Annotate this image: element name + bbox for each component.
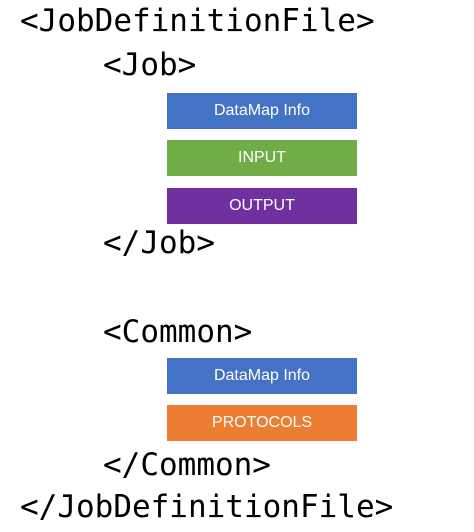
common-close-tag: </Common>	[103, 447, 271, 483]
common-protocols-block: PROTOCOLS	[167, 405, 357, 441]
job-input-block: INPUT	[167, 140, 357, 176]
root-open-tag: <JobDefinitionFile>	[20, 3, 375, 39]
job-close-tag: </Job>	[103, 225, 215, 261]
job-datamap-info-block: DataMap Info	[167, 93, 357, 129]
job-open-tag: <Job>	[103, 47, 197, 83]
job-output-block: OUTPUT	[167, 188, 357, 224]
common-open-tag: <Common>	[103, 314, 253, 350]
common-datamap-info-block: DataMap Info	[167, 358, 357, 394]
root-close-tag: </JobDefinitionFile>	[20, 489, 394, 525]
